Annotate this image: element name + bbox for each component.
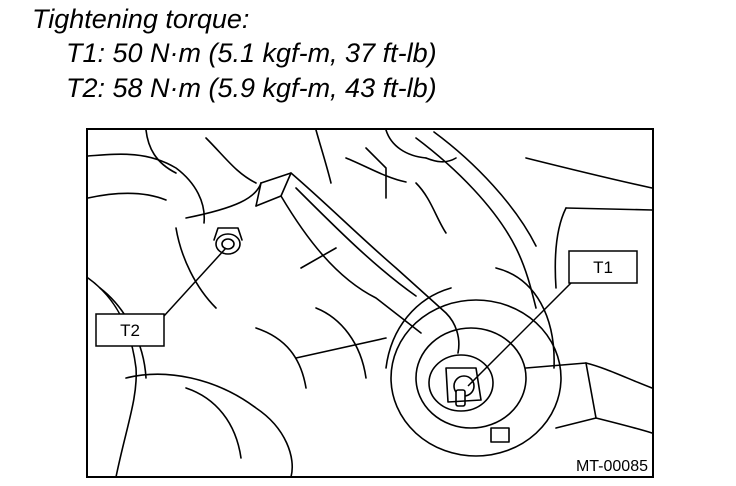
- mount-illustration: T1 T2 MT-00085: [86, 128, 654, 478]
- figure-frame: [86, 128, 654, 478]
- torque-spec-t1: T1: 50 N·m (5.1 kgf-m, 37 ft-lb): [66, 38, 437, 68]
- callout-t2-leader: [163, 247, 227, 317]
- reference-id: MT-00085: [576, 458, 648, 475]
- torque-spec-title: Tightening torque:: [32, 4, 250, 34]
- callout-t2-box: [95, 313, 165, 347]
- callout-t1-leader: [467, 282, 572, 387]
- reference-id-box: [552, 454, 652, 476]
- callout-t1-label: T1: [593, 258, 613, 277]
- line-art: [87, 129, 653, 478]
- callout-t1-box: [568, 250, 638, 284]
- callout-t2-label: T2: [120, 321, 140, 340]
- torque-spec-t2: T2: 58 N·m (5.9 kgf-m, 43 ft-lb): [66, 73, 437, 103]
